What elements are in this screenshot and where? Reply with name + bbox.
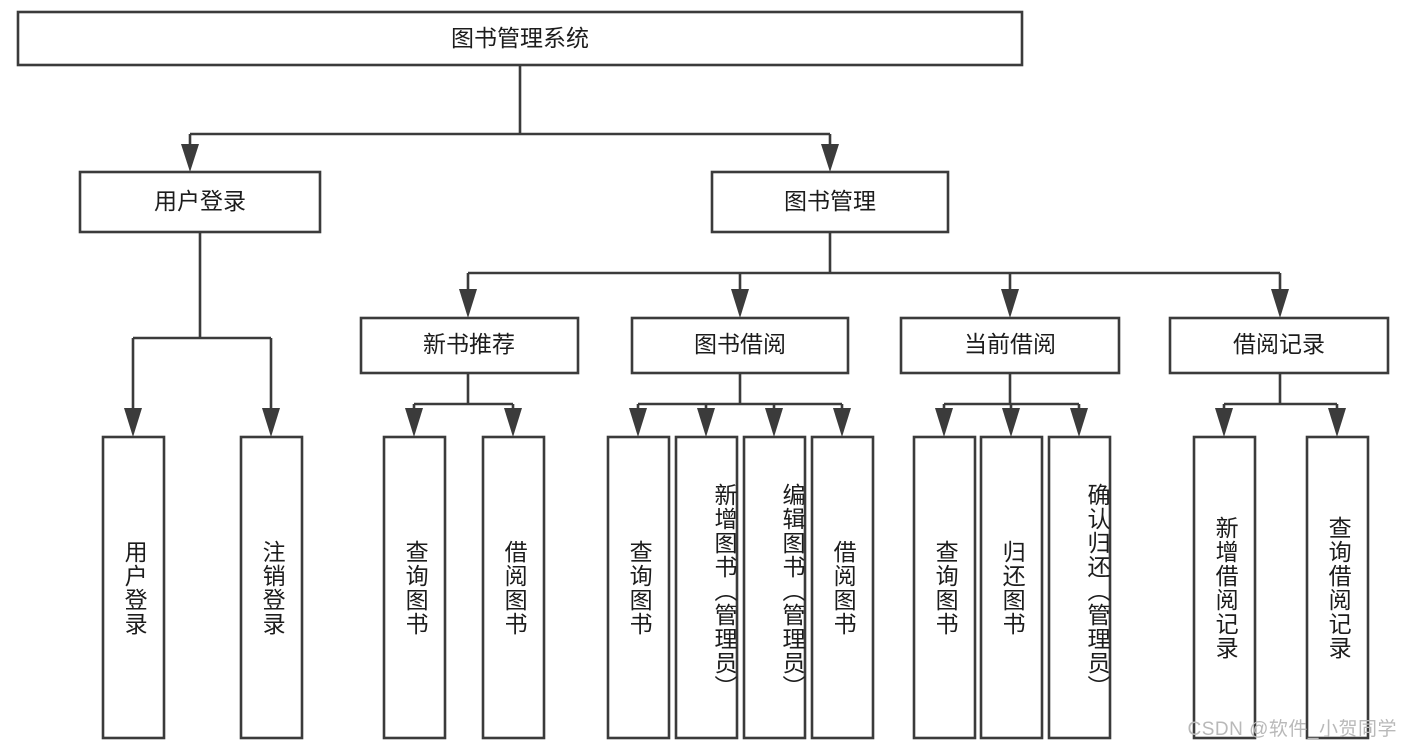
arrow-head-cb-leaf-2 (1002, 408, 1020, 437)
arrow-head-new-book-recommend (459, 289, 477, 318)
leaf-new-book-1[interactable] (481, 435, 546, 740)
arrow-head-leaf-user-login (124, 408, 142, 437)
node-root-label: 图书管理系统 (451, 25, 589, 51)
arrow-head-nb-leaf-1 (405, 408, 423, 437)
node-user-login[interactable] (78, 170, 322, 234)
arrow-head-bb-leaf-4 (833, 408, 851, 437)
node-borrow-record[interactable] (1168, 316, 1390, 375)
leaf-new-book-0[interactable] (382, 435, 447, 740)
node-book-borrow-label: 图书借阅 (694, 331, 786, 357)
leaf-user-login-0[interactable] (101, 435, 166, 740)
arrow-head-cb-leaf-1 (935, 408, 953, 437)
leaf-book-borrow-0[interactable] (606, 435, 671, 740)
node-book-management-label: 图书管理 (784, 188, 876, 214)
node-book-management[interactable] (710, 170, 950, 234)
arrow-head-cb-leaf-3 (1070, 408, 1088, 437)
arrow-head-book-mgmt (821, 144, 839, 172)
leaf-borrow-record-0[interactable] (1192, 435, 1257, 740)
node-new-book-recommend-label: 新书推荐 (423, 331, 515, 357)
leaf-book-borrow-1[interactable] (674, 435, 739, 740)
leaf-current-borrow-1[interactable] (979, 435, 1044, 740)
arrow-head-leaf-logout (262, 408, 280, 437)
node-borrow-record-label: 借阅记录 (1233, 331, 1325, 357)
arrow-head-bb-leaf-2 (697, 408, 715, 437)
node-current-borrow-label: 当前借阅 (964, 331, 1056, 357)
leaf-borrow-record-1[interactable] (1305, 435, 1370, 740)
node-root-system[interactable] (16, 10, 1024, 67)
node-layer: 图书管理系统 用户登录 图书管理 新书推荐 图书借阅 当前借阅 借阅记录 (16, 10, 1390, 740)
arrow-head-book-borrow (731, 289, 749, 318)
node-current-borrow[interactable] (899, 316, 1121, 375)
node-user-login-label: 用户登录 (154, 188, 246, 214)
arrow-head-br-leaf-1 (1215, 408, 1233, 437)
csdn-watermark: CSDN @软件_小贺同学 (1187, 719, 1397, 740)
leaf-book-borrow-2[interactable] (742, 435, 807, 740)
node-new-book-recommend[interactable] (359, 316, 580, 375)
arrow-head-br-leaf-2 (1328, 408, 1346, 437)
leaf-user-login-1[interactable] (239, 435, 304, 740)
leaf-current-borrow-0[interactable] (912, 435, 977, 740)
arrow-head-bb-leaf-3 (765, 408, 783, 437)
leaf-book-borrow-3[interactable] (810, 435, 875, 740)
connector-layer (124, 65, 1346, 437)
arrow-head-borrow-record (1271, 289, 1289, 318)
leaf-current-borrow-2[interactable] (1047, 435, 1112, 740)
arrow-head-bb-leaf-1 (629, 408, 647, 437)
arrow-head-nb-leaf-2 (504, 408, 522, 437)
node-book-borrow[interactable] (630, 316, 850, 375)
arrow-head-current-borrow (1001, 289, 1019, 318)
arrow-head-user-login (181, 144, 199, 172)
